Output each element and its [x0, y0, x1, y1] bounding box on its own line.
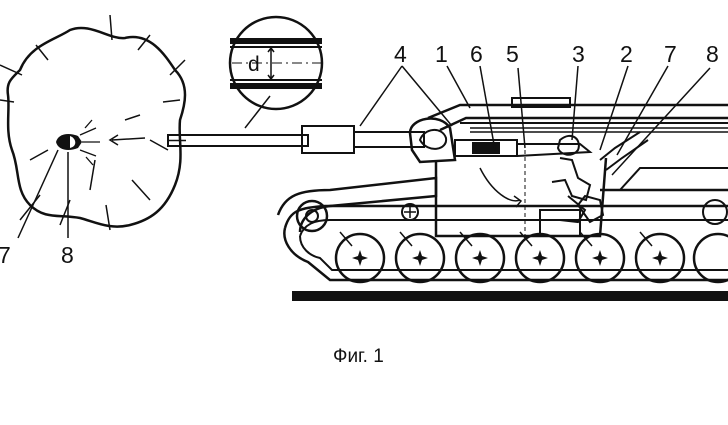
ground-line: [292, 291, 728, 301]
inset-dimension-label: d: [248, 53, 260, 76]
figure-caption: Фиг. 1: [333, 346, 384, 367]
callout-1: 1: [435, 41, 448, 67]
callout-projectile-8: 8: [61, 242, 74, 268]
flight-arrow: [108, 134, 146, 146]
callout-8: 8: [706, 41, 719, 67]
callout-3: 3: [572, 41, 585, 67]
callout-5: 5: [506, 41, 519, 67]
callout-2: 2: [620, 41, 633, 67]
gun-barrel: [167, 125, 425, 154]
leader-projectile-7: [17, 149, 59, 239]
projectile: [56, 134, 82, 150]
callout-7: 7: [664, 41, 677, 67]
callout-projectile-7: 7: [0, 242, 11, 268]
explosion-cloud: [0, 14, 187, 231]
inset-pointer: [244, 95, 271, 129]
callout-4: 4: [394, 41, 407, 67]
road-wheels: [334, 232, 728, 284]
callout-leaders: [359, 65, 711, 176]
chassis-and-tracks: [276, 176, 728, 284]
barrel-cross-section-inset: d: [228, 15, 324, 111]
callout-6: 6: [470, 41, 483, 67]
vehicle-hull: [408, 97, 728, 238]
